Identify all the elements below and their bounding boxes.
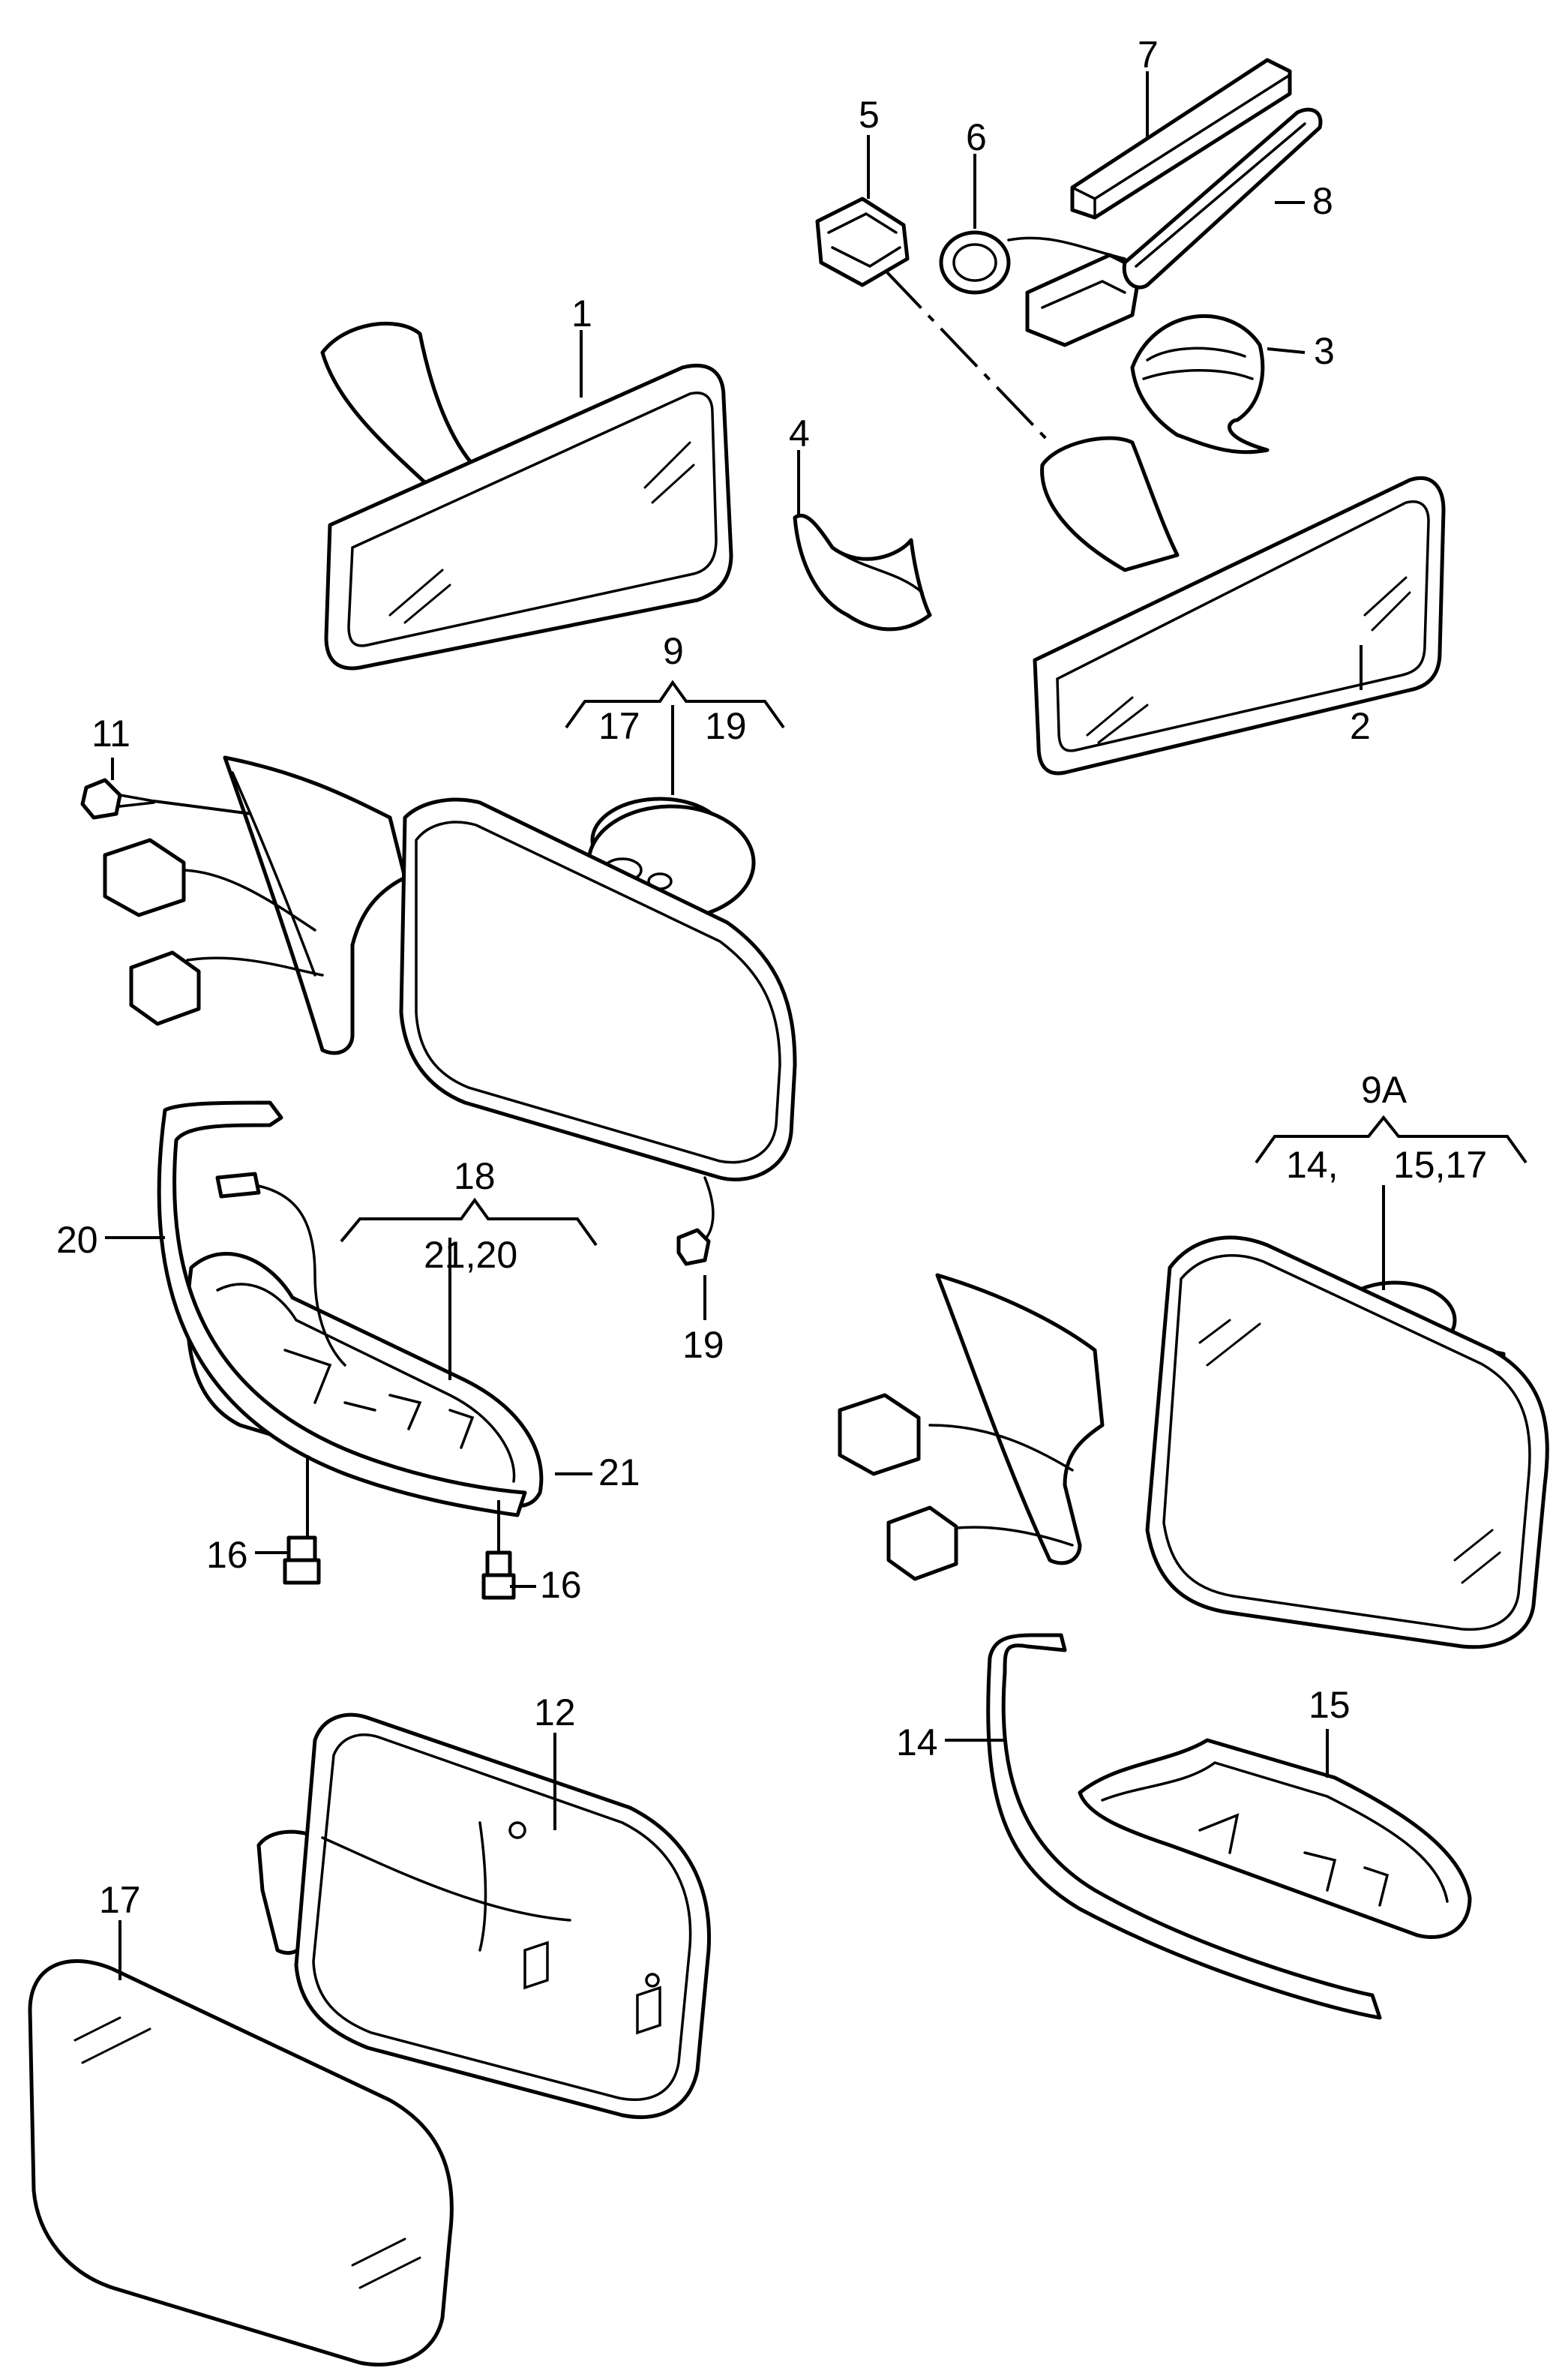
callout-11: 11 (91, 713, 130, 755)
callout-16-right: 16 (540, 1564, 582, 1606)
callout-3: 3 (1314, 330, 1335, 372)
callout-18-sub-21-20: 21,20 (424, 1234, 517, 1276)
part-1-interior-mirror (320, 321, 733, 671)
callout-7: 7 (1138, 34, 1159, 76)
part-9-exterior-mirror-left (80, 755, 797, 1266)
callout-14: 14 (896, 1721, 938, 1763)
brace-18 (340, 1197, 598, 1247)
callout-21: 21 (598, 1451, 640, 1493)
part-9A-exterior-mirror-right (838, 1235, 1549, 1649)
callout-16-left: 16 (206, 1534, 248, 1576)
callout-6: 6 (966, 116, 987, 158)
part-2-interior-mirror (1033, 314, 1446, 776)
part-12-glass-carrier (256, 1712, 712, 2119)
callout-2: 2 (1350, 705, 1371, 747)
assembly-axis-line (883, 269, 1051, 444)
callout-17: 17 (99, 1879, 141, 1921)
callout-labels: 1 2 3 4 5 6 7 8 9 17 19 9A 14, 15,17 11 … (56, 34, 1487, 1921)
callout-19: 19 (682, 1324, 724, 1366)
callout-9A: 9A (1361, 1069, 1408, 1111)
callout-9-sub-17: 17 (598, 705, 640, 747)
callout-9: 9 (663, 630, 684, 672)
part-5-sensor (815, 197, 910, 287)
callout-8: 8 (1312, 180, 1333, 222)
part-17-mirror-glass (28, 1958, 454, 2366)
callout-12: 12 (534, 1691, 576, 1733)
callout-15: 15 (1309, 1684, 1351, 1726)
part-14-seal (986, 1633, 1382, 2020)
callout-9A-sub-15-17: 15,17 (1393, 1144, 1487, 1186)
callout-1: 1 (571, 293, 592, 335)
brace-9 (565, 680, 785, 729)
callout-20: 20 (56, 1219, 98, 1261)
leader-lines (105, 71, 1385, 1980)
part-18-housing-cover (157, 1100, 544, 1600)
callout-4: 4 (789, 413, 810, 455)
part-4-cover (793, 514, 932, 632)
callout-9A-sub-14: 14, (1286, 1144, 1339, 1186)
brace-9A (1255, 1115, 1528, 1164)
callout-18: 18 (454, 1155, 496, 1197)
part-6-clip (939, 230, 1142, 347)
callout-5: 5 (859, 94, 880, 136)
part-8-trim-strip (1122, 107, 1323, 290)
part-15-housing-cover (1078, 1738, 1472, 1940)
callout-9-sub-19: 19 (705, 705, 747, 747)
part-7-trim-strip (1070, 58, 1292, 220)
